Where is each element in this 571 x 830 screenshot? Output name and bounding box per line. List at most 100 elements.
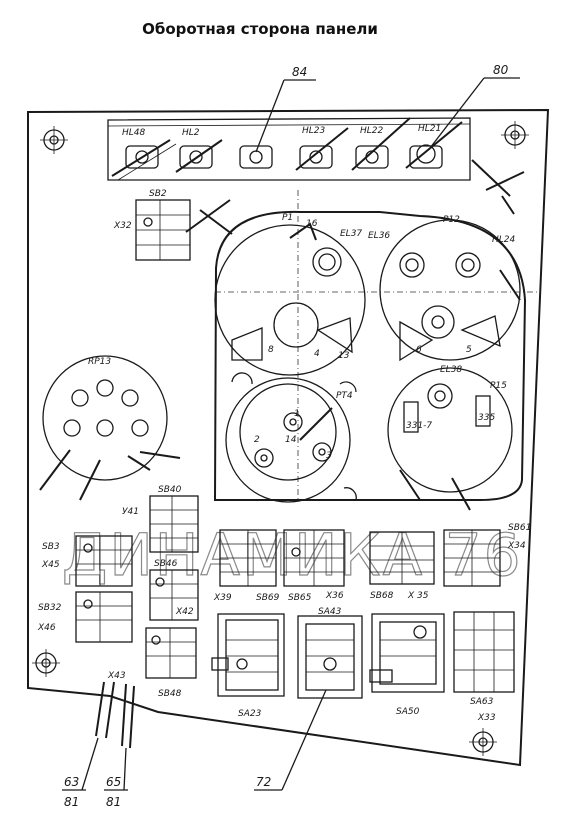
wire-tie-right-1 xyxy=(471,159,511,197)
terminal-4: 4 xyxy=(314,349,320,359)
selector-sa23 xyxy=(211,613,285,697)
ref-65-81 xyxy=(104,747,128,791)
label-sa43: SA43 xyxy=(318,607,342,617)
switch-block-sb2 xyxy=(135,199,233,261)
label-el37: EL37 xyxy=(340,229,362,239)
watermark: ДИНАМИКА 76 xyxy=(62,521,523,589)
label-sa63: SA63 xyxy=(470,697,494,707)
ref-80-leader xyxy=(429,77,485,149)
terminal-16: 16 xyxy=(306,219,318,229)
label-sa23: SA23 xyxy=(238,709,262,719)
terminal-335: 335 xyxy=(478,413,495,423)
label-pt4: PT4 xyxy=(336,391,353,401)
label-hl24: HL24 xyxy=(492,235,516,245)
panel-outline xyxy=(27,108,550,767)
ref-72: 72 xyxy=(256,775,271,789)
mounting-hole-top-right xyxy=(501,121,529,149)
label-sb61: SB61 xyxy=(508,523,531,533)
label-hl22: HL22 xyxy=(360,126,384,136)
label-x43: X43 xyxy=(107,671,126,681)
lamp-hl48 xyxy=(111,139,177,181)
mounting-hole-bottom-right xyxy=(469,728,497,756)
label-hl21: HL21 xyxy=(418,124,441,134)
label-y41: У41 xyxy=(122,507,139,517)
ref-72 xyxy=(254,689,327,791)
label-x35: X 35 xyxy=(407,591,429,601)
label-el38: EL38 xyxy=(440,365,462,375)
label-x32: X32 xyxy=(113,221,132,231)
label-x39: X39 xyxy=(213,593,232,603)
label-p15: P15 xyxy=(490,381,507,391)
label-sb46: SB46 xyxy=(154,559,178,569)
switch-block-sb68 xyxy=(369,531,435,585)
label-sb32: SB32 xyxy=(38,603,62,613)
label-sb68: SB68 xyxy=(370,591,394,601)
ref-81-left: 81 xyxy=(64,795,79,809)
label-sb40: SB40 xyxy=(158,485,182,495)
label-x34: X34 xyxy=(507,541,526,551)
label-sb3: SB3 xyxy=(42,542,60,552)
switch-block-sb46 xyxy=(149,569,199,621)
wire-harness-x43 xyxy=(95,681,135,749)
lamp-unlabeled xyxy=(239,145,273,169)
label-x45: X45 xyxy=(41,560,60,570)
label-hl23: HL23 xyxy=(302,126,326,136)
gauge-housing xyxy=(213,210,527,501)
switch-block-sb3 xyxy=(75,535,133,587)
lamp-hl21 xyxy=(405,121,463,169)
switch-block-sb61 xyxy=(443,529,501,587)
connector-rp13 xyxy=(39,355,181,501)
terminal-2: 2 xyxy=(254,435,260,445)
selector-sa63 xyxy=(453,611,515,693)
terminal-8: 8 xyxy=(268,345,274,355)
label-p12: P12 xyxy=(443,215,460,225)
ref-84-leader xyxy=(255,79,285,153)
lamp-bar xyxy=(107,117,471,181)
terminal-5: 5 xyxy=(466,345,472,355)
label-sb48: SB48 xyxy=(158,689,182,699)
lamp-bar-line xyxy=(107,123,471,127)
switch-block-sb40 xyxy=(149,495,199,553)
label-p1: P1 xyxy=(282,213,293,223)
label-hl2: HL2 xyxy=(182,128,200,138)
switch-block-sb69 xyxy=(219,529,277,587)
gauge-p15 xyxy=(387,367,513,511)
lamp-hl22 xyxy=(351,117,411,171)
terminal-13: 13 xyxy=(338,351,350,361)
mounting-hole-top-left xyxy=(40,126,68,154)
wire-tie-right-2 xyxy=(485,171,525,191)
label-sb69: SB69 xyxy=(256,593,280,603)
gauge-pt4 xyxy=(225,372,357,503)
selector-sa50 xyxy=(369,613,445,693)
switch-block-sb32 xyxy=(75,591,133,643)
label-x46: X46 xyxy=(37,623,56,633)
gauge-p1 xyxy=(214,222,366,376)
label-rp13: RP13 xyxy=(88,357,111,367)
terminal-3: 3 xyxy=(326,451,332,461)
label-el36: EL36 xyxy=(368,231,390,241)
ref-80: 80 xyxy=(493,63,509,77)
selector-sa43 xyxy=(297,615,363,699)
ref-84: 84 xyxy=(292,65,307,79)
wire-tie-right-3 xyxy=(501,195,515,215)
page-title: Оборотная сторона панели xyxy=(142,20,378,38)
label-x33: X33 xyxy=(477,713,496,723)
ref-81-right: 81 xyxy=(106,795,121,809)
label-sb2: SB2 xyxy=(149,189,167,199)
ref-63: 63 xyxy=(64,775,79,789)
label-x42: X42 xyxy=(175,607,194,617)
terminal-14: 14 xyxy=(285,435,297,445)
terminal-1: 1 xyxy=(294,409,300,419)
gauge-p12 xyxy=(379,219,521,362)
label-sb65: SB65 xyxy=(288,593,312,603)
lamp-hl2 xyxy=(175,139,223,173)
label-x36: X36 xyxy=(325,591,344,601)
lamp-hl23 xyxy=(295,127,349,171)
switch-block-sb65 xyxy=(283,529,345,587)
switch-block-sb48 xyxy=(145,627,197,679)
ref-63-81 xyxy=(62,737,99,791)
terminal-331: 331-7 xyxy=(406,421,432,431)
terminal-6: 6 xyxy=(416,345,422,355)
mounting-hole-bottom-left xyxy=(32,649,60,677)
